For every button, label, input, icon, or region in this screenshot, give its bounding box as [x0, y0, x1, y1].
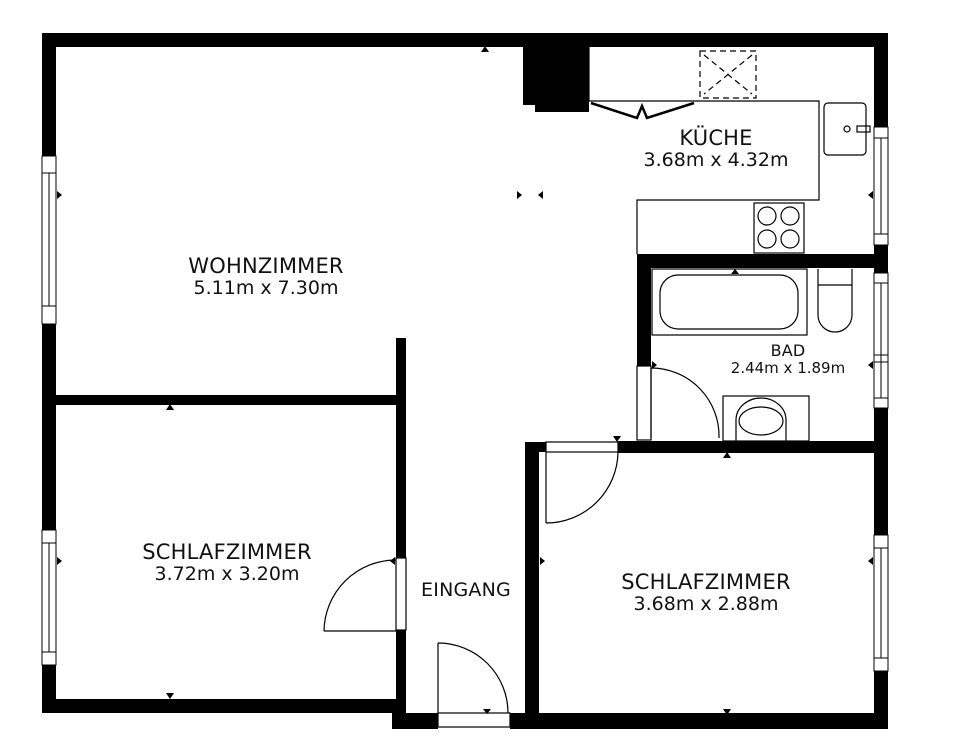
- chimney-icon: [699, 50, 757, 99]
- room-bad: BAD 2.44m x 1.89m: [730, 341, 846, 378]
- room-schlafzimmer-1: SCHLAFZIMMER 3.72m x 3.20m: [142, 540, 312, 586]
- measurement-markers: [57, 46, 873, 715]
- room-eingang: EINGANG: [421, 579, 511, 602]
- room-dimensions: 3.68m x 4.32m: [643, 149, 789, 172]
- room-kueche: KÜCHE 3.68m x 4.32m: [644, 126, 789, 172]
- room-name: BAD: [770, 341, 806, 360]
- bath-fixtures: [651, 268, 853, 442]
- room-dimensions: 5.11m x 7.30m: [193, 277, 339, 300]
- room-wohnzimmer: WOHNZIMMER 5.11m x 7.30m: [188, 254, 343, 300]
- room-name: EINGANG: [421, 579, 511, 601]
- room-name: WOHNZIMMER: [188, 254, 344, 278]
- doors: [323, 101, 720, 728]
- room-name: SCHLAFZIMMER: [142, 540, 312, 564]
- room-name: KÜCHE: [679, 126, 753, 150]
- toilet-icon: [817, 269, 853, 333]
- washbasin-icon: [722, 395, 810, 442]
- room-dimensions: 3.72m x 3.20m: [154, 563, 300, 586]
- kitchen-fixtures: [588, 47, 871, 254]
- bathtub-icon: [651, 268, 808, 336]
- sink-icon: [823, 102, 871, 156]
- room-name: SCHLAFZIMMER: [621, 570, 791, 594]
- room-schlafzimmer-2: SCHLAFZIMMER 3.68m x 2.88m: [621, 570, 791, 616]
- room-dimensions: 2.44m x 1.89m: [730, 359, 846, 378]
- windows: [41, 126, 889, 672]
- stove-icon: [753, 202, 805, 254]
- room-dimensions: 3.68m x 2.88m: [633, 593, 779, 616]
